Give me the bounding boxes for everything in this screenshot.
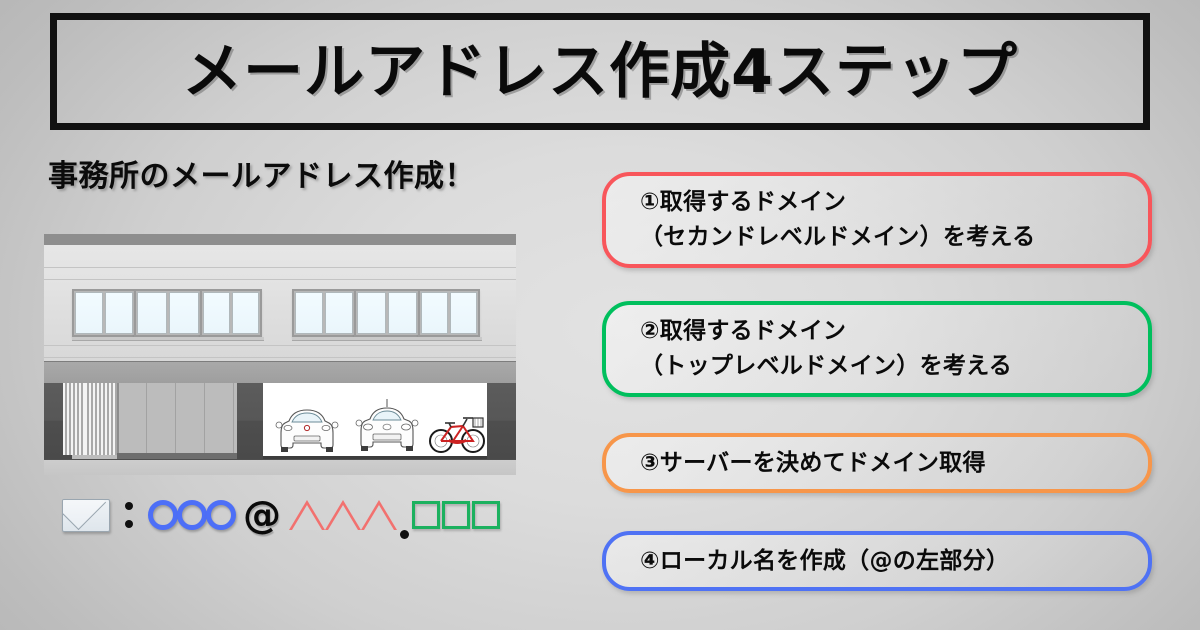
- top-level-domain-squares: [412, 501, 502, 529]
- window-group: [72, 289, 136, 337]
- second-level-domain-triangles: [289, 500, 397, 530]
- wall-seam: [44, 345, 516, 346]
- step-box-4[interactable]: ④ローカル名を作成（@の左部分）: [602, 531, 1152, 591]
- building-wall-panels: [117, 383, 237, 459]
- garage-shutter: [63, 383, 87, 455]
- window-pane: [325, 292, 353, 334]
- local-part-circles: [148, 500, 236, 530]
- wall-seam: [44, 279, 516, 280]
- window-group: [418, 289, 480, 337]
- window-pane: [357, 292, 386, 334]
- window-pane: [388, 292, 417, 334]
- step-box-1[interactable]: ①取得するドメイン （セカンドレベルドメイン）を考える: [602, 172, 1152, 268]
- office-building-illustration: [44, 234, 516, 475]
- bicycle-icon: [429, 417, 485, 453]
- garage-shutter: [85, 383, 119, 455]
- wall-seam: [44, 357, 516, 358]
- colon-separator: [125, 498, 133, 532]
- circle-icon: [177, 500, 207, 530]
- window-pane: [450, 292, 477, 334]
- building-pillar: [487, 383, 516, 459]
- page-title: メールアドレス作成4ステップ: [182, 36, 1018, 107]
- window-sill: [292, 337, 482, 341]
- step-2-label: ②取得するドメイン （トップレベルドメイン）を考える: [640, 318, 1013, 379]
- window-pane: [203, 292, 230, 334]
- circle-icon: [206, 500, 236, 530]
- triangle-icon: [289, 500, 325, 530]
- building-lower-level: [44, 383, 516, 459]
- title-frame: メールアドレス作成4ステップ: [50, 13, 1150, 130]
- car-front-view-icon: [355, 399, 419, 451]
- window-pane: [295, 292, 323, 334]
- envelope-icon: [62, 498, 110, 532]
- building-ground: [44, 459, 516, 475]
- window-pane: [169, 292, 199, 334]
- step-box-2[interactable]: ②取得するドメイン （トップレベルドメイン）を考える: [602, 301, 1152, 397]
- at-symbol: @: [243, 493, 281, 537]
- building-upper-wall: [44, 245, 516, 361]
- window-group: [354, 289, 420, 337]
- triangle-icon: [361, 500, 397, 530]
- square-icon: [442, 501, 470, 529]
- step-1-label: ①取得するドメイン （セカンドレベルドメイン）を考える: [640, 189, 1036, 250]
- window-pane: [137, 292, 167, 334]
- window-pane: [232, 292, 259, 334]
- step-3-label: ③サーバーを決めてドメイン取得: [640, 449, 986, 476]
- subtitle: 事務所のメールアドレス作成！: [48, 159, 475, 194]
- circle-icon: [148, 500, 178, 530]
- building-pillar: [237, 383, 265, 459]
- window-sill: [72, 337, 264, 341]
- step-4-label: ④ローカル名を作成（@の左部分）: [640, 547, 1010, 574]
- window-group: [134, 289, 202, 337]
- carport-area: [263, 383, 487, 459]
- dot-separator: [400, 530, 409, 539]
- wall-seam: [44, 267, 516, 268]
- email-address-formula: @: [62, 487, 502, 543]
- step-box-3[interactable]: ③サーバーを決めてドメイン取得: [602, 433, 1152, 493]
- window-pane: [421, 292, 448, 334]
- car-front-view-icon: [275, 409, 339, 452]
- square-icon: [472, 501, 500, 529]
- carport-floor: [263, 456, 487, 459]
- window-pane: [75, 292, 103, 334]
- square-icon: [412, 501, 440, 529]
- window-pane: [105, 292, 133, 334]
- window-group: [292, 289, 356, 337]
- building-floor-band: [44, 361, 516, 385]
- triangle-icon: [325, 500, 361, 530]
- window-group: [200, 289, 262, 337]
